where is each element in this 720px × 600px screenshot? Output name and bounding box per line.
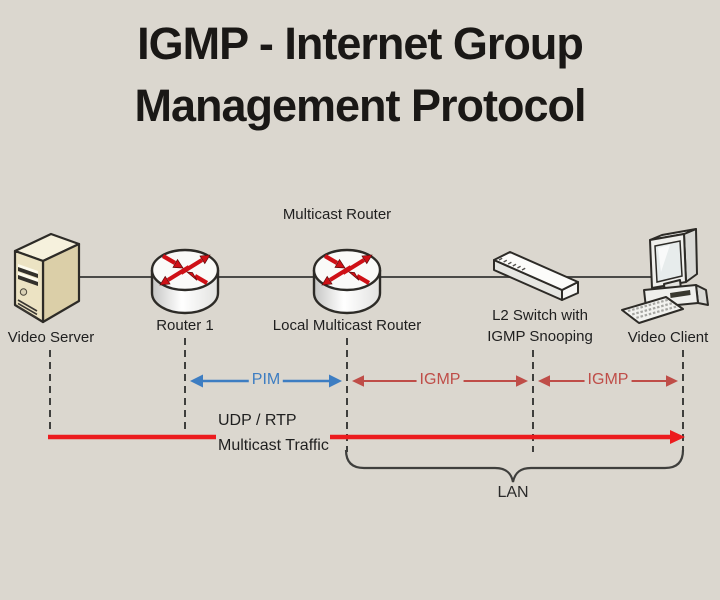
l2-switch-label: L2 Switch with IGMP Snooping [487, 305, 593, 347]
page-title-line1: IGMP - Internet Group [137, 18, 584, 69]
local-multicast-router-label: Local Multicast Router [272, 317, 422, 334]
page-title-line2: Management Protocol [134, 80, 586, 131]
udp-rtp-traffic-arrow [48, 430, 685, 444]
udp-rtp-traffic-label: UDP / RTP Multicast Traffic [218, 408, 329, 458]
video-client-icon [621, 228, 709, 324]
router-1-label: Router 1 [156, 317, 214, 334]
igmp-arrow-label-1: IGMP [416, 371, 464, 389]
router-1-icon [152, 250, 218, 313]
udp-rtp-traffic-label-line2: Multicast Traffic [218, 437, 329, 454]
local-multicast-router-icon [314, 250, 380, 313]
lan-label: LAN [497, 484, 529, 501]
udp-rtp-traffic-label-line1: UDP / RTP [218, 412, 297, 429]
lan-brace [344, 449, 685, 483]
multicast-router-top-label: Multicast Router [282, 206, 392, 223]
video-client-label: Video Client [627, 329, 709, 346]
l2-switch-label-line2: IGMP Snooping [487, 328, 593, 345]
l2-switch-label-line1: L2 Switch with [492, 307, 588, 324]
pim-arrow-label: PIM [248, 371, 284, 389]
page-title: IGMP - Internet Group Management Protoco… [0, 13, 720, 137]
video-server-label: Video Server [7, 329, 95, 346]
igmp-arrow-label-2: IGMP [584, 371, 632, 389]
video-server-icon [13, 232, 81, 324]
l2-switch-icon [493, 251, 579, 301]
